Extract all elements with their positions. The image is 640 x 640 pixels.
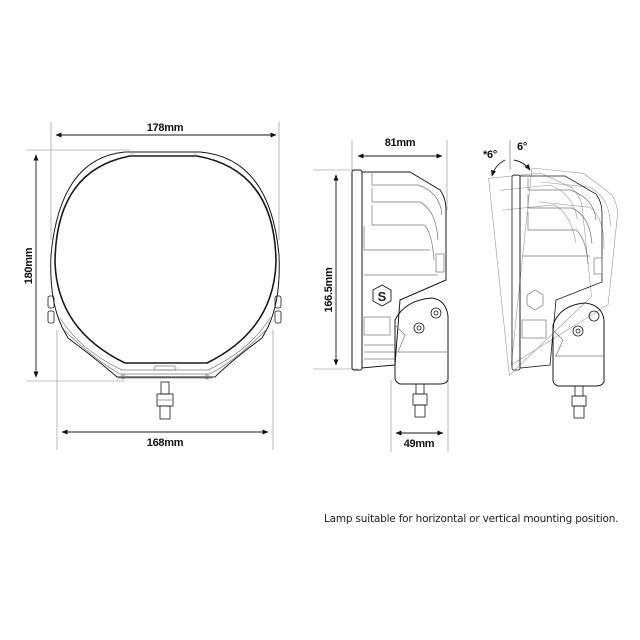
tilt-forward-label: 6°: [517, 141, 527, 153]
height-label: 180mm: [23, 247, 35, 284]
bracket-width-label: 49mm: [404, 438, 435, 450]
side-view: 81mm 166.5mm 49mm S: [313, 137, 449, 452]
tilt-back-label: *6°: [483, 149, 497, 161]
mounting-bracket-side: [394, 297, 449, 418]
dimension-bracket-width: 49mm: [395, 430, 444, 450]
dimension-height: 180mm: [23, 154, 39, 378]
brand-logo-s-icon: S: [372, 284, 392, 307]
tilt-view: *6° 6°: [483, 140, 618, 419]
dimension-side-height: 166.5mm: [323, 174, 339, 366]
width-top-label: 178mm: [147, 122, 184, 134]
svg-text:S: S: [378, 289, 387, 304]
front-view: 178mm 180mm 168mm: [23, 122, 282, 450]
mounting-caption: Lamp suitable for horizontal or vertical…: [324, 513, 619, 525]
side-height-label: 166.5mm: [323, 267, 335, 313]
dimension-width-bottom: 168mm: [61, 429, 269, 449]
width-bottom-label: 168mm: [147, 437, 184, 449]
depth-label: 81mm: [385, 137, 416, 149]
dimension-depth: 81mm: [357, 137, 443, 159]
mounting-stud-front: [156, 381, 174, 420]
dimension-width-top: 178mm: [55, 122, 277, 138]
